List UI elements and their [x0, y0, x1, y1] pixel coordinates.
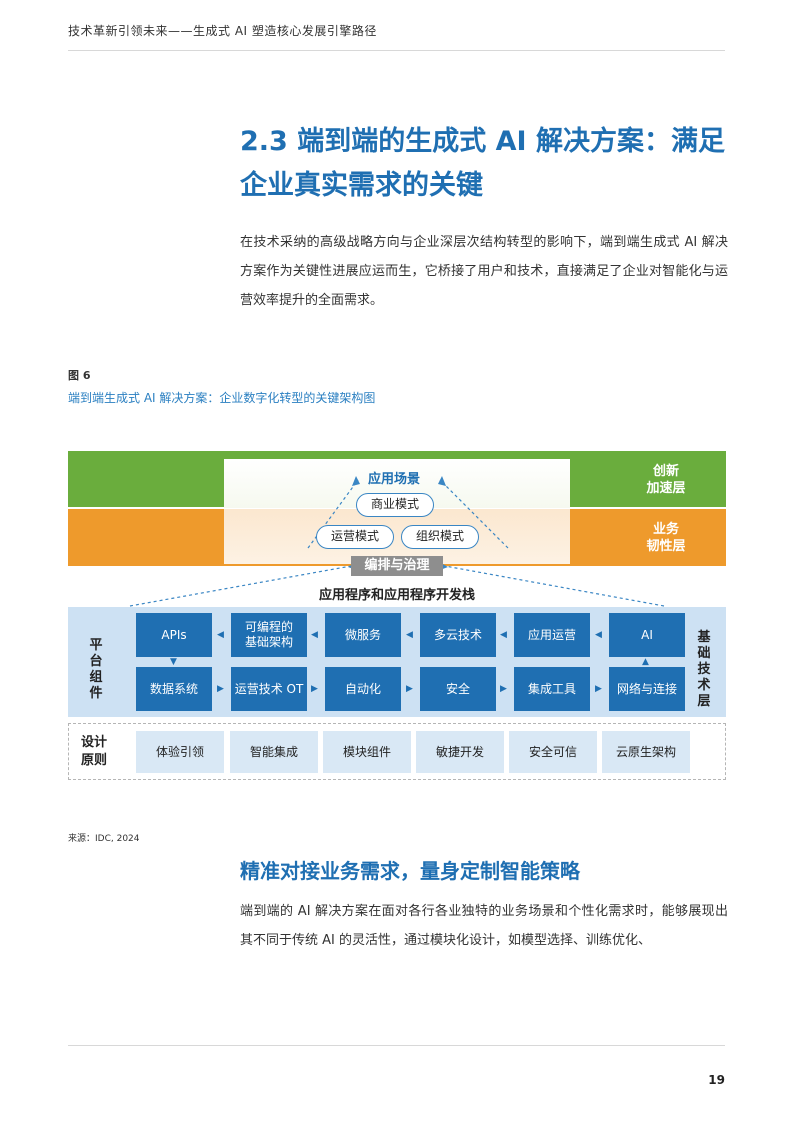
section-intro: 在技术采纳的高级战略方向与企业深层次结构转型的影响下，端到端生成式 AI 解决方… [240, 235, 728, 308]
platform-block-apis: APIs [136, 613, 212, 657]
platform-block-app-ops: 应用运营 [514, 613, 590, 657]
arrowhead-right-scene [438, 476, 446, 486]
design-principle-item: 安全可信 [509, 731, 597, 773]
platform-block-network: 网络与连接 [609, 667, 685, 711]
design-principles-panel: 设计 原则 体验引领 智能集成 模块组件 敏捷开发 安全可信 云原生架构 [68, 723, 726, 780]
arrow-left-icon: ◀ [217, 630, 224, 640]
business-mode-pill: 商业模式 [356, 493, 434, 517]
platform-block-multicloud: 多云技术 [420, 613, 496, 657]
arrow-down-icon: ▼ [170, 657, 177, 667]
design-principle-item: 体验引领 [136, 731, 224, 773]
arrow-right-to-orch [444, 565, 665, 607]
running-header: 技术革新引领未来——生成式 AI 塑造核心发展引擎路径 [68, 24, 377, 38]
platform-components-label: 平台组件 [89, 638, 103, 701]
arrow-right-icon: ▶ [217, 684, 224, 694]
app-stack-title: 应用程序和应用程序开发栈 [318, 588, 475, 603]
footer-divider [68, 1045, 725, 1046]
platform-block-ot: 运营技术 OT [231, 667, 307, 711]
infrastructure-layer-label: 基础技术层 [697, 630, 711, 709]
arrowhead-left-scene [352, 476, 360, 486]
design-principle-item: 智能集成 [230, 731, 318, 773]
platform-block-microservices: 微服务 [325, 613, 401, 657]
arrow-right-icon: ▶ [500, 684, 507, 694]
platform-block-security: 安全 [420, 667, 496, 711]
platform-block-ai: AI [609, 613, 685, 657]
arrow-left-icon: ◀ [500, 630, 507, 640]
architecture-diagram: 创新 加速层 业务 韧性层 应用场景 商业模式 运营模式 组织模式 编排与治理 … [68, 450, 726, 782]
arrow-left-icon: ◀ [406, 630, 413, 640]
arrow-right-icon: ▶ [311, 684, 318, 694]
arrow-right-icon: ▶ [595, 684, 602, 694]
subsection-heading: 精准对接业务需求，量身定制智能策略 [240, 859, 580, 883]
design-principle-item: 敏捷开发 [416, 731, 504, 773]
section-title: 2.3 端到端的生成式 AI 解决方案：满足企业真实需求的关键 [240, 126, 725, 201]
subsection-text: 端到端的 AI 解决方案在面对各行各业独特的业务场景和个性化需求时，能够展现出其… [240, 904, 728, 948]
arrow-up-icon: ▲ [642, 657, 649, 667]
page-number: 19 [708, 1073, 725, 1087]
operation-mode-pill: 运营模式 [316, 525, 394, 549]
innovation-layer-label: 创新 加速层 [646, 464, 686, 496]
orchestration-governance-box: 编排与治理 [351, 556, 443, 576]
app-scene-label: 应用场景 [368, 472, 421, 487]
organization-mode-pill: 组织模式 [401, 525, 479, 549]
design-principle-item: 模块组件 [323, 731, 411, 773]
platform-block-automation: 自动化 [325, 667, 401, 711]
arrow-right-to-scene [439, 479, 509, 549]
arrow-left-icon: ◀ [311, 630, 318, 640]
arrow-left-icon: ◀ [595, 630, 602, 640]
figure-source: 来源：IDC, 2024 [68, 834, 140, 844]
platform-block-programmable-infra: 可编程的 基础架构 [231, 613, 307, 657]
design-principles-label: 设计 原则 [81, 735, 108, 768]
resilience-layer-label: 业务 韧性层 [646, 522, 686, 554]
arrow-left-to-orch [129, 565, 352, 607]
figure-number: 图 6 [68, 369, 91, 382]
header-divider [68, 50, 725, 51]
platform-block-data-systems: 数据系统 [136, 667, 212, 711]
design-principle-item: 云原生架构 [602, 731, 690, 773]
platform-block-integration: 集成工具 [514, 667, 590, 711]
business-mode-area [224, 509, 570, 564]
figure-caption: 端到端生成式 AI 解决方案：企业数字化转型的关键架构图 [68, 391, 376, 405]
arrow-right-icon: ▶ [406, 684, 413, 694]
